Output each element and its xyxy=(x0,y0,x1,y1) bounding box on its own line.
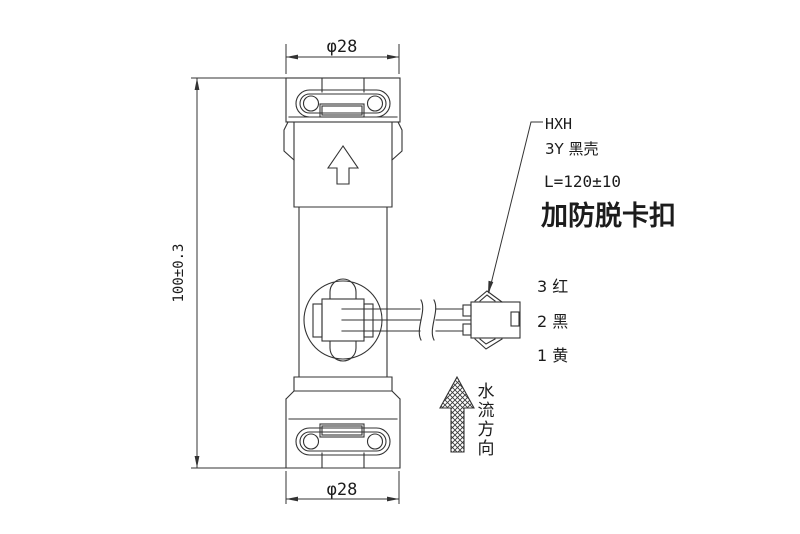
side-tab-right xyxy=(391,121,403,161)
hub-tab-bottom xyxy=(329,340,357,362)
callout-model-label: HXH xyxy=(545,115,572,133)
sensor-tube xyxy=(298,206,388,378)
dim-arrow-down xyxy=(194,456,200,468)
connector-terminal-top xyxy=(462,304,472,317)
connector-key-slot xyxy=(510,311,520,327)
dim-top-diameter-label: φ28 xyxy=(327,37,358,57)
wire-label-1-yellow: 1 黄 xyxy=(537,346,568,365)
height-dimension: 100±0.3 xyxy=(171,77,286,469)
hub-tab-left xyxy=(312,303,323,338)
wire-break-mark xyxy=(418,299,437,341)
sensor-bottom-fitting xyxy=(285,376,401,469)
top-diameter-dimension: φ28 xyxy=(285,37,400,74)
sensor-upper-body xyxy=(283,121,403,208)
dim-arrow-right xyxy=(387,496,399,502)
wire-pin-labels: 3 红 2 黑 1 黄 xyxy=(537,277,568,365)
callout-shell-label: 3Y 黑壳 xyxy=(545,140,598,158)
callout-leader xyxy=(488,121,543,294)
dim-height-label: 100±0.3 xyxy=(171,243,187,302)
water-flow-arrow xyxy=(439,375,475,453)
dim-arrow-left xyxy=(286,496,298,502)
callout-length-label: L=120±10 xyxy=(544,172,621,191)
flow-up-arrow-icon xyxy=(439,375,475,453)
connector-callout: HXH 3Y 黑壳 L=120±10 加防脱卡扣 xyxy=(541,115,676,232)
side-tab-left xyxy=(283,121,295,161)
bottom-diameter-dimension: φ28 xyxy=(285,471,400,504)
sensor-top-fitting xyxy=(285,77,401,123)
wire-label-2-black: 2 黑 xyxy=(537,312,568,331)
callout-clip-label: 加防脱卡扣 xyxy=(541,201,676,232)
flow-char: 方 xyxy=(478,420,495,440)
connector-latch-top xyxy=(474,290,503,303)
connector-latch-bottom xyxy=(474,338,503,350)
flow-char: 水 xyxy=(478,382,495,402)
dim-bottom-diameter-label: φ28 xyxy=(327,480,358,500)
hub-tab-top xyxy=(329,278,357,300)
dim-arrow-left xyxy=(286,54,298,60)
water-flow-label: 水 流 方 向 xyxy=(478,382,495,459)
flow-char: 流 xyxy=(478,401,495,421)
dim-arrow-right xyxy=(387,54,399,60)
connector-body xyxy=(470,301,521,339)
connector-plug xyxy=(462,290,521,350)
dim-arrow-up xyxy=(194,78,200,90)
sensor-wires xyxy=(341,299,472,341)
flow-char: 向 xyxy=(478,439,495,459)
molded-up-arrow xyxy=(326,145,360,185)
leader-arrowhead xyxy=(488,280,494,294)
wire-label-3-red: 3 红 xyxy=(537,277,568,296)
connector-terminal-bottom xyxy=(462,323,472,336)
